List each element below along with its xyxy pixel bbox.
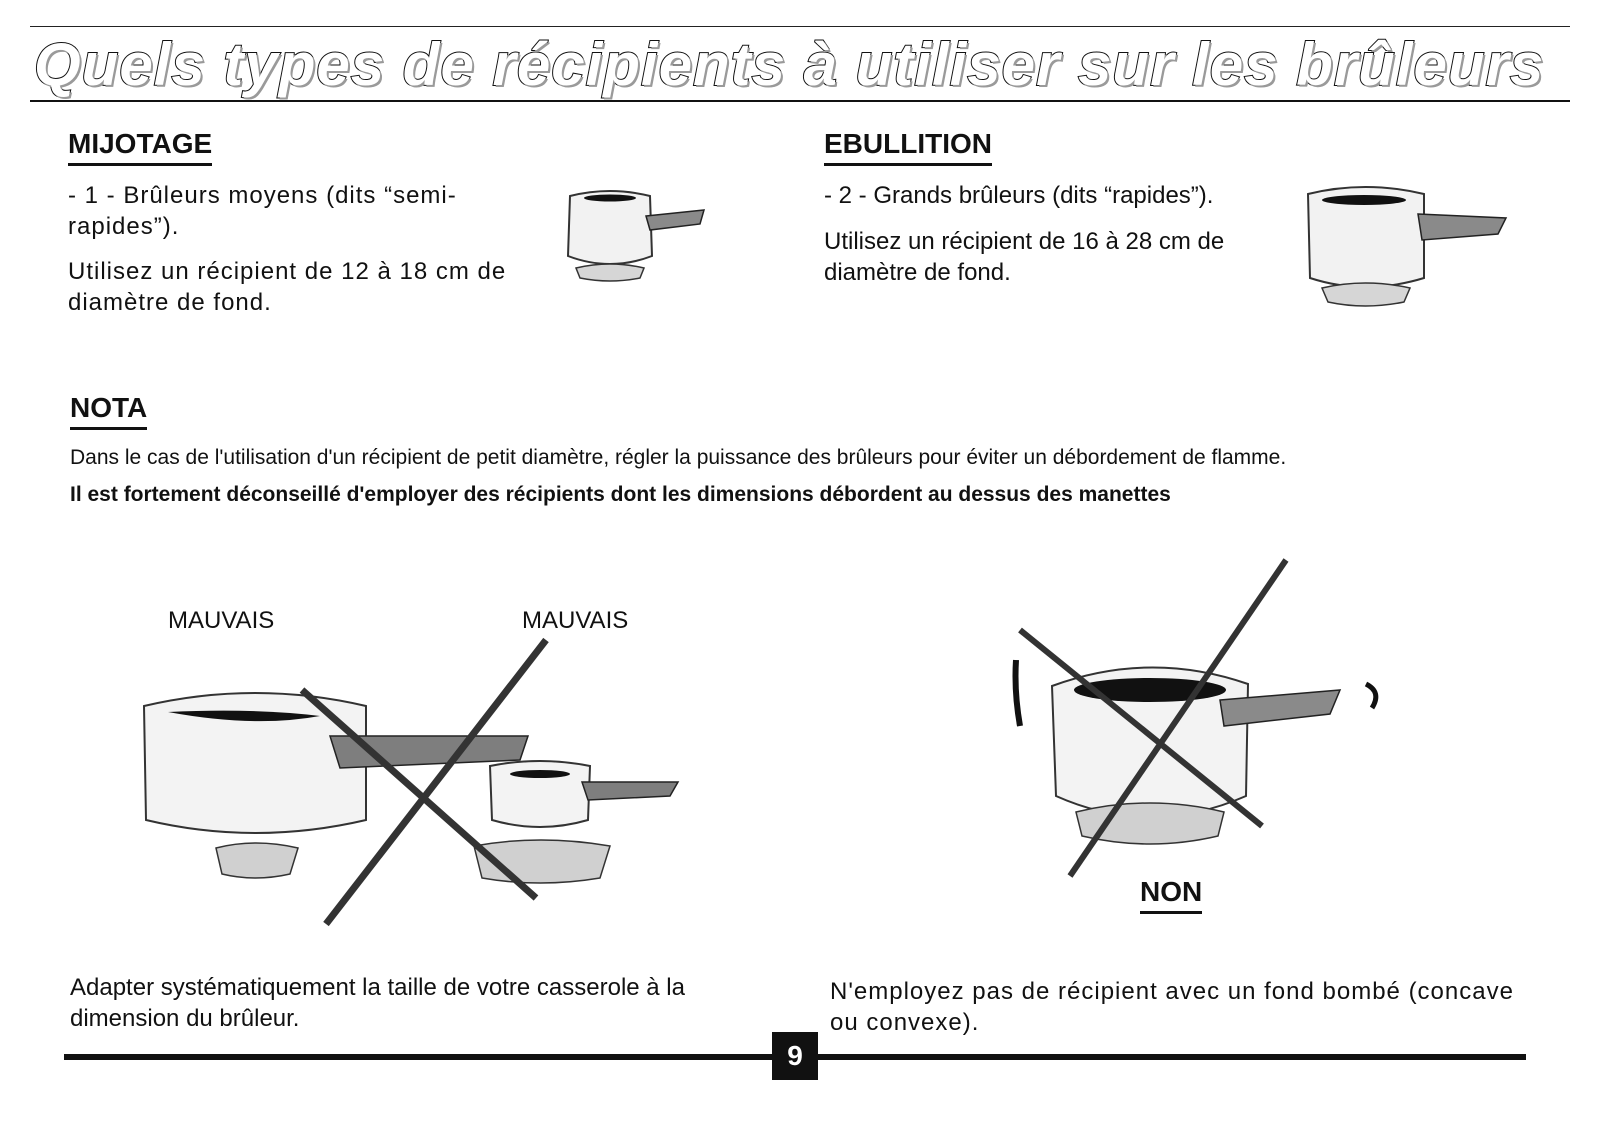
nota-text: Dans le cas de l'utilisation d'un récipi… xyxy=(70,446,1287,469)
nota-warning: Il est fortement déconseillé d'employer … xyxy=(70,483,1171,506)
wrong-pot-size-illustration xyxy=(142,637,680,927)
ebullition-heading: EBULLITION xyxy=(824,128,992,166)
top-rule xyxy=(30,26,1570,27)
ebullition-line1: - 2 - Grands brûleurs (dits “rapides”). xyxy=(824,182,1214,209)
large-pot-illustration xyxy=(1306,186,1508,307)
page-number: 9 xyxy=(772,1032,818,1080)
non-label-wrap: NON xyxy=(1140,876,1203,914)
mijotage-heading: MIJOTAGE xyxy=(68,128,213,166)
nota-heading: NOTA xyxy=(70,392,148,430)
small-pot-illustration xyxy=(566,190,706,282)
title-rule xyxy=(30,100,1570,102)
mijotage-section: MIJOTAGE xyxy=(68,128,213,166)
label-mauvais-left: MAUVAIS xyxy=(168,607,275,634)
mijotage-line1: - 1 - Brûleurs moyens (dits “semi-rapide… xyxy=(68,182,457,240)
nota-section: NOTA xyxy=(70,392,148,430)
page-title: Quels types de récipients à utiliser sur… xyxy=(33,30,1545,99)
caption-right: N'employez pas de récipient avec un fond… xyxy=(830,978,1514,1036)
mijotage-line2: Utilisez un récipient de 12 à 18 cm de d… xyxy=(68,258,507,316)
ebullition-section: EBULLITION xyxy=(824,128,992,166)
caption-left: Adapter systématiquement la taille de vo… xyxy=(70,974,685,1032)
ebullition-line2: Utilisez un récipient de 16 à 28 cm de d… xyxy=(824,228,1225,286)
label-non: NON xyxy=(1140,876,1203,914)
convex-pot-illustration xyxy=(1012,558,1379,878)
label-mauvais-right: MAUVAIS xyxy=(522,607,629,634)
